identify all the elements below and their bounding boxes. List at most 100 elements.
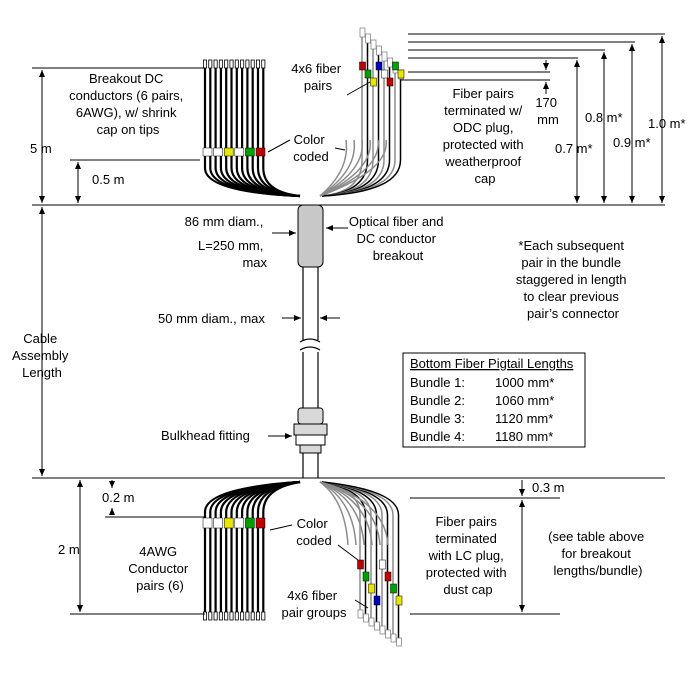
arrowhead — [289, 230, 296, 236]
dim-5m-label: 5 m — [30, 141, 52, 156]
fiber-pair-wire — [321, 76, 402, 197]
dc-conductor-wire — [235, 64, 301, 198]
top-fiber-bundle — [319, 27, 405, 197]
arrowhead — [601, 196, 607, 203]
color-band — [223, 147, 234, 157]
color-band — [384, 571, 392, 582]
bulkhead-fitting — [293, 407, 328, 454]
shrink-cap — [245, 611, 250, 621]
table-row-length: 1120 mm* — [495, 411, 553, 426]
pointer-lines — [267, 81, 371, 609]
arrowhead — [39, 70, 45, 77]
lc-plug — [374, 621, 380, 631]
color-band — [373, 595, 381, 606]
color-band — [368, 583, 375, 594]
dim-08-label: 0.8 m* — [585, 110, 623, 125]
fiber-pair-wire — [319, 139, 356, 197]
color-band — [370, 77, 377, 87]
conductor-wire — [262, 480, 301, 614]
odc-plug — [381, 51, 388, 62]
top-dc-conductor-bundle — [202, 59, 301, 198]
see-table-label: (see table above for breakout lengths/bu… — [548, 529, 648, 578]
color-band — [386, 77, 394, 87]
lc-plug — [368, 617, 375, 627]
arrowhead — [519, 605, 525, 612]
dim-09-label: 0.9 m* — [613, 135, 651, 150]
lc-plug — [390, 633, 397, 643]
arrowhead — [519, 500, 525, 507]
odc-plug — [387, 57, 393, 68]
arrowhead — [659, 36, 665, 43]
breakout-body — [297, 204, 324, 268]
cable-assembly-label: Cable Assembly Length — [12, 331, 72, 380]
color-band — [392, 61, 399, 71]
breakout-diam-label: 86 mm diam., L=250 mm, max — [185, 214, 268, 270]
shrink-cap — [224, 611, 229, 621]
dimension-arrowheads — [39, 36, 665, 612]
shrink-cap — [202, 611, 207, 621]
arrowhead — [39, 196, 45, 203]
shrink-cap — [218, 611, 223, 621]
table-row-length: 1000 mm* — [495, 375, 554, 390]
fiber-pair-wire — [319, 139, 387, 197]
odc-plug — [365, 33, 371, 44]
lc-plug — [396, 637, 402, 647]
fiber-pair-wire — [319, 481, 389, 546]
arrowhead — [543, 63, 549, 70]
bottom-conductor-bundle — [202, 480, 301, 621]
shrink-cap — [240, 611, 245, 621]
lc-plug — [379, 625, 386, 635]
color-band — [381, 69, 388, 79]
lc-plug — [357, 609, 364, 619]
arrowhead — [285, 433, 292, 439]
table-row-bundle: Bundle 3: — [410, 411, 465, 426]
shrink-cap — [250, 59, 255, 69]
color-band — [395, 595, 403, 606]
arrowhead — [109, 508, 115, 515]
arrowhead — [75, 196, 81, 203]
shrink-cap — [229, 611, 234, 621]
bottom-fiber-bundle — [319, 481, 403, 647]
pigtail-table-rows: Bundle 1: 1000 mm* Bundle 2: 1060 mm* Bu… — [410, 375, 554, 444]
shrink-cap — [208, 59, 213, 69]
arrowhead — [320, 315, 327, 321]
color-band — [390, 583, 397, 594]
color-band — [245, 517, 255, 529]
color-band — [362, 571, 370, 582]
color-band — [397, 69, 405, 79]
table-row-bundle: Bundle 4: — [410, 429, 465, 444]
odc-plug — [370, 39, 377, 50]
shrink-cap — [240, 59, 245, 69]
dim-07-label: 0.7 m* — [555, 141, 593, 156]
odc-plug — [359, 27, 366, 38]
table-row-bundle: Bundle 2: — [410, 393, 465, 408]
arrowhead — [629, 44, 635, 51]
shrink-cap — [261, 611, 266, 621]
shrink-cap — [208, 611, 213, 621]
lc-plug — [385, 629, 391, 639]
pigtail-table-title: Bottom Fiber Pigtail Lengths — [410, 356, 574, 371]
fiber-pair-wire — [319, 139, 348, 197]
odc-plug — [376, 45, 382, 56]
color-coded-bottom-label: Color coded — [296, 516, 331, 548]
shrink-cap — [224, 59, 229, 69]
arrowhead — [659, 196, 665, 203]
table-row-length: 1060 mm* — [495, 393, 554, 408]
fiber-pair-wire — [319, 481, 349, 546]
dc-conductor-wire — [262, 64, 301, 198]
color-band — [213, 517, 223, 529]
arrowhead — [543, 82, 549, 89]
fiber-terminated-odc-label: Fiber pairs terminated w/ ODC plug, prot… — [443, 86, 528, 186]
arrowhead — [77, 605, 83, 612]
pigtail-table-box — [402, 352, 586, 448]
shrink-cap — [255, 611, 260, 621]
color-band — [223, 517, 234, 529]
shrink-cap — [202, 59, 207, 69]
arrowhead — [39, 469, 45, 476]
bulkhead-label: Bulkhead fitting — [161, 428, 250, 443]
arrowhead — [109, 481, 115, 488]
table-row-length: 1180 mm* — [495, 429, 553, 444]
dim-02m-label: 0.2 m — [102, 490, 135, 505]
fiber-pairs-top-label: 4x6 fiber pairs — [291, 61, 345, 93]
